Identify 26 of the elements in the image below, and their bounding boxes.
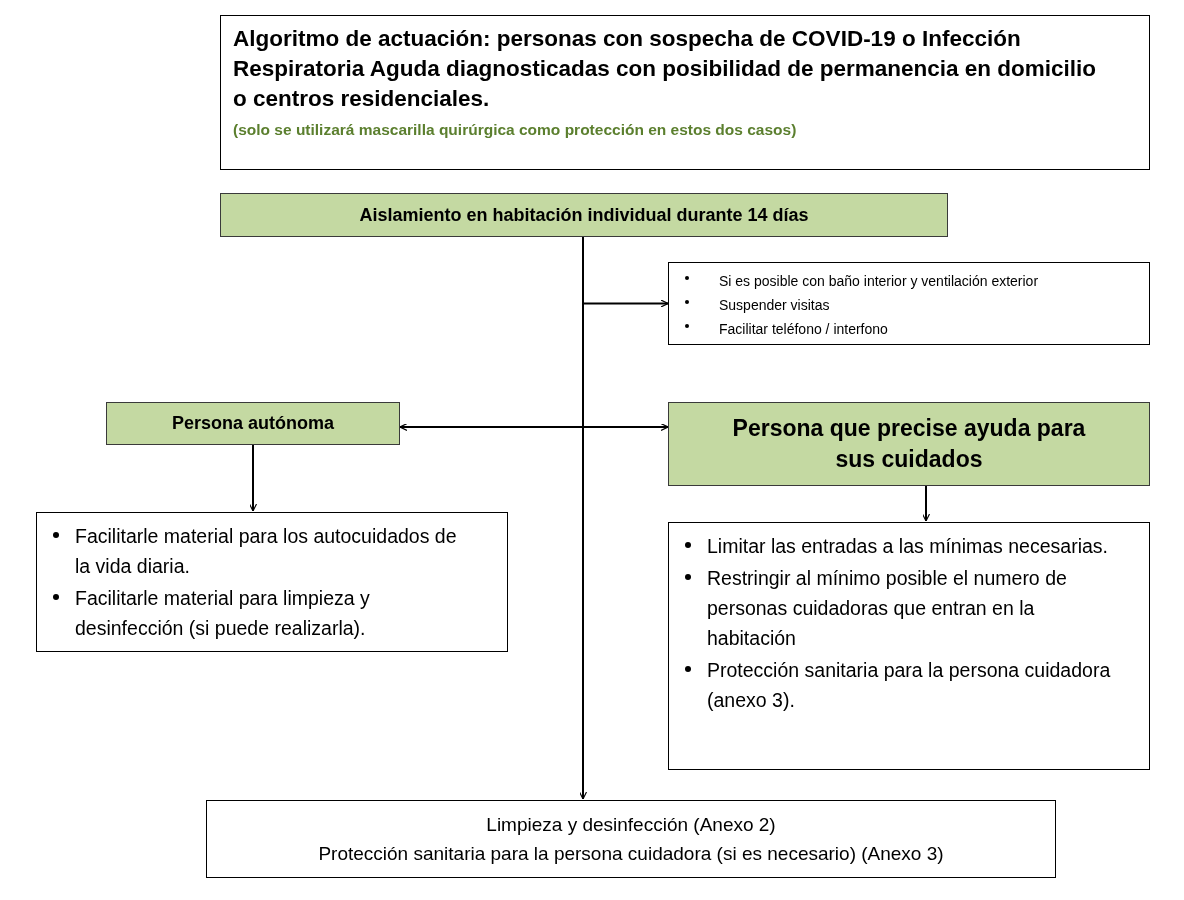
- bullet-list-box: [668, 262, 1150, 345]
- title-box: [220, 15, 1150, 170]
- bullet-text: Limitar las entradas a las mínimas necesarias.: [707, 534, 1108, 559]
- bullet-text: Facilitarle material para limpieza y desinfección (si puede realizarla).: [75, 586, 371, 641]
- process-box: [668, 402, 1150, 486]
- bullet-text: Si es posible con baño interior y ventilación exterior: [719, 272, 1039, 291]
- bullet-text: Facilitarle material para los autocuidados de la vida diaria.: [75, 524, 458, 579]
- bullet-text: Suspender visitas: [719, 296, 830, 315]
- arrow: [399, 422, 669, 432]
- arrow: [921, 485, 931, 522]
- box-label: Persona autónoma: [171, 412, 334, 435]
- bullet-text: Facilitar teléfono / interfono: [719, 320, 888, 339]
- box-text: Protección sanitaria para la persona cuidadora (si es necesario) (Anexo 3): [318, 842, 944, 866]
- bullet-text: Protección sanitaria para la persona cuidadora (anexo 3).: [707, 658, 1112, 713]
- box-label: Aislamiento en habitación individual durante 14 días: [359, 203, 809, 227]
- box-text: Limpieza y desinfección (Anexo 2): [486, 813, 776, 837]
- box-label: Persona que precise ayuda para sus cuidados: [731, 414, 1087, 474]
- process-box: [220, 193, 948, 237]
- process-box: [106, 402, 400, 445]
- bullet-list-box: [36, 512, 508, 652]
- arrow: [248, 444, 258, 512]
- bullet-list-box: [668, 522, 1150, 770]
- bullet-text: Restringir al mínimo posible el numero de personas cuidadoras que entran en la habitación: [707, 566, 1068, 651]
- title-text: Algoritmo de actuación: personas con sospecha de COVID-19 o Infección Respiratoria Aguda diagnosticadas con posibilidad de permanencia en domicilio o centros residenciales.: [233, 25, 1098, 113]
- subtitle-text: (solo se utilizará mascarilla quirúrgica como protección en estos dos casos): [233, 120, 798, 140]
- process-box: [206, 800, 1056, 878]
